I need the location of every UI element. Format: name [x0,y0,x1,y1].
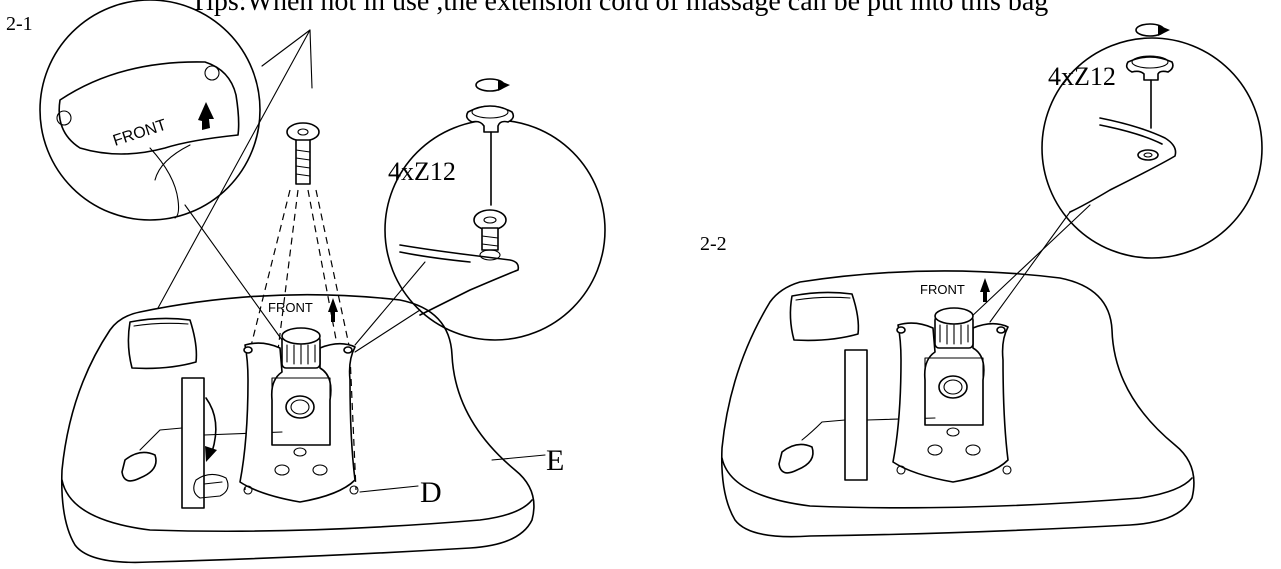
step-2-label: 2-2 [700,233,727,255]
front-arrow-detail-icon [198,102,214,130]
step-1-label: 2-1 [6,13,33,35]
allen-key-icon [465,105,515,206]
screw-icon [286,122,320,185]
front-label-step2: FRONT [920,282,965,297]
part-label-e: E [546,444,564,477]
seat-cushion-step1 [60,293,535,564]
tilt-mechanism-step1 [239,327,359,503]
tip-pointer-lines [157,29,313,309]
part-label-d: D [420,476,442,509]
screw-callout-step1: 4xZ12 [388,157,456,186]
massage-bag-icon [127,317,198,370]
front-arrow-main-icon [328,298,338,322]
front-label-detail: FRONT [111,117,169,150]
hand-icon [193,473,229,499]
massage-bag-step2 [789,291,860,342]
front-detail-circle: FRONT [39,0,261,221]
massage-remote-step1 [121,377,283,509]
front-arrow-step2-icon [980,278,990,302]
rotate-clockwise-icon [475,78,510,92]
seat-cushion-step2 [720,270,1195,538]
allen-key-detail-circle-step2 [1041,23,1263,259]
screw-callout-step2: 4xZ12 [1048,62,1116,91]
tilt-mechanism-step2 [892,307,1012,483]
front-label-main: FRONT [268,300,313,315]
fold-arrow-icon [205,397,217,453]
allen-key-detail-circle [384,119,606,341]
tip-text: Tips:When not in use ,the extension cord… [190,0,1048,17]
massage-remote-step2 [778,349,936,481]
